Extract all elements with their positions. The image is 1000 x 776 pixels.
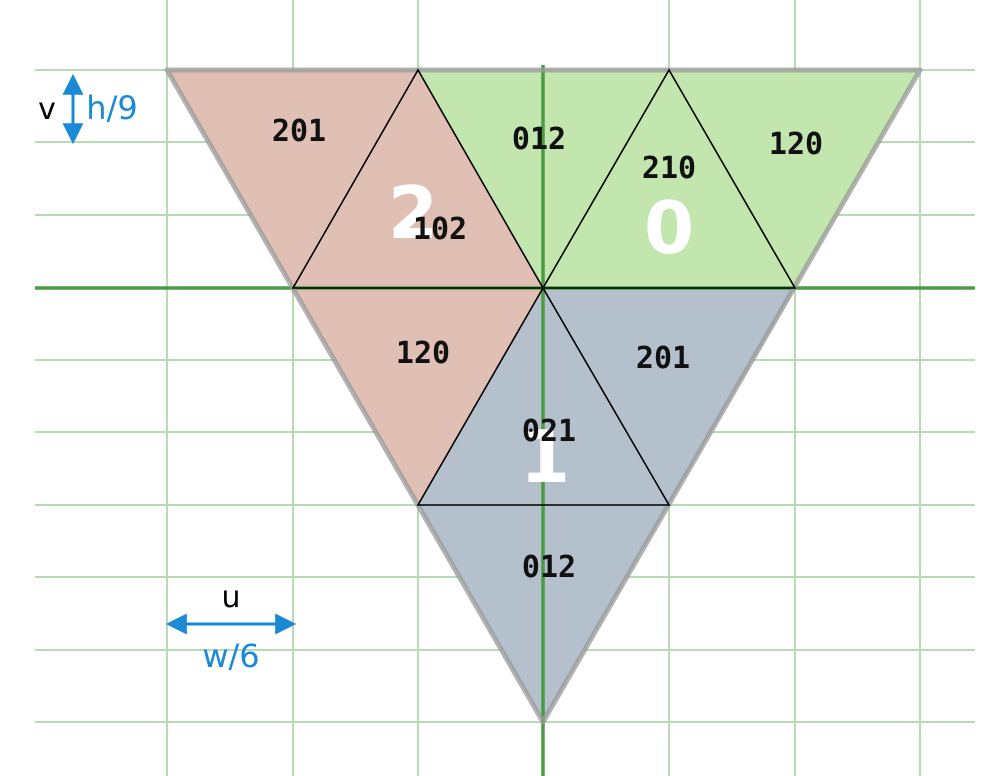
region-label-0: 0 (644, 186, 694, 270)
triangle-label: 210 (642, 151, 696, 186)
w-over-6-label: w/6 (202, 637, 259, 675)
inner-triangle-right (541, 68, 797, 289)
triangle-labels: 201 102 012 210 120 120 201 021 012 (272, 114, 823, 585)
region-labels: 2 0 1 (388, 171, 694, 499)
inner-triangle-bottom (416, 286, 671, 506)
inner-triangle-left (291, 68, 545, 289)
region-label-1: 1 (520, 415, 570, 499)
triangle-label: 012 (512, 122, 566, 157)
u-label: u (221, 580, 240, 615)
triangle-label: 201 (272, 114, 326, 149)
triangle-label: 120 (769, 127, 823, 162)
triangle-label: 021 (522, 414, 576, 449)
triangle-label: 012 (522, 550, 576, 585)
inner-edges (291, 68, 797, 506)
triangle-label: 120 (396, 336, 450, 371)
triangle-label: 201 (636, 341, 690, 376)
region-label-2: 2 (388, 171, 438, 255)
horizontal-dimension: u w/6 (165, 580, 297, 675)
h-over-9-label: h/9 (86, 89, 137, 127)
triangle-label: 102 (413, 212, 467, 247)
vertical-dimension: v h/9 (38, 73, 138, 145)
v-label: v (38, 92, 56, 127)
outer-triangle-outline (164, 67, 923, 725)
